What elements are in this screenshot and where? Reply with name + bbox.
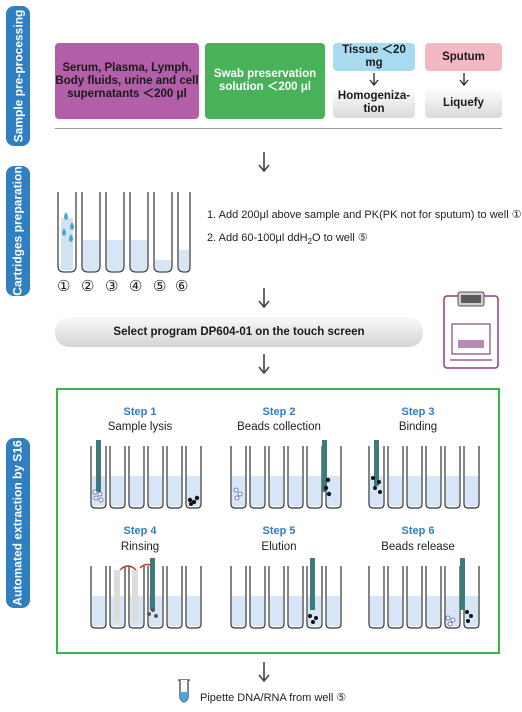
step-3-title: Step 3 — [401, 406, 435, 418]
instrument-icon — [443, 291, 499, 369]
rod-icon — [96, 440, 101, 492]
sample-sputum-text: Sputum — [442, 50, 485, 63]
final-instruction-text: Pipette DNA/RNA from well ⑤ — [200, 692, 347, 704]
down-arrow-icon — [258, 152, 270, 173]
step-1-desc: Sample lysis — [107, 421, 173, 433]
sample-tissue-text: Tissue ＜20 mg — [342, 44, 406, 69]
step-6-rack — [368, 558, 480, 629]
water-drop-icon — [62, 212, 74, 242]
well-number: ① — [57, 278, 71, 295]
stage-label-automated: Automated extraction by S16 — [6, 438, 30, 608]
tube-icon — [178, 679, 190, 703]
sample-swab-text: Swab preservation solution ＜200 μl — [213, 68, 317, 93]
tissue-process-box: Homogeniza-tion — [333, 88, 415, 118]
well-number: ③ — [105, 278, 119, 295]
sample-serum-text: Serum, Plasma, Lymph, Body fluids, urine… — [55, 61, 199, 100]
automation-frame — [56, 388, 500, 654]
instruction-1-text: 1. Add 200μl above sample and PK(PK not … — [207, 209, 522, 221]
step-3-desc: Binding — [398, 421, 438, 433]
well-number: ⑥ — [175, 278, 189, 295]
sample-sputum-box: Sputum — [425, 43, 502, 71]
step-2-desc: Beads collection — [237, 421, 321, 433]
sample-serum-box: Serum, Plasma, Lymph, Body fluids, urine… — [55, 43, 199, 119]
sputum-process-box: Liquefy — [425, 88, 502, 118]
instruction-2-pre: 2. Add 60-100μl ddH — [207, 232, 308, 244]
down-arrow-icon — [258, 354, 270, 375]
stage-label-preprocessing: Sample pre-processing — [6, 6, 30, 146]
well-number: ④ — [129, 278, 143, 295]
step-4-rack — [90, 558, 202, 629]
step-4-desc: Rinsing — [120, 541, 160, 553]
instruction-2-post: O to well ⑤ — [311, 232, 368, 244]
step-2-title: Step 2 — [262, 406, 296, 418]
well-numbers: ① ② ③ ④ ⑤ ⑥ — [55, 277, 195, 295]
step-4-title: Step 4 — [123, 525, 157, 537]
step-1-rack — [90, 440, 202, 509]
step-5-rack — [230, 558, 342, 629]
sample-swab-box: Swab preservation solution ＜200 μl — [205, 43, 325, 119]
final-instruction: Pipette DNA/RNA from well ⑤ — [200, 691, 346, 704]
cartridge-illustration — [57, 192, 191, 273]
stage-label-cartridges: Cartridges preparation — [6, 166, 30, 296]
sample-tissue-box: Tissue ＜20 mg — [333, 43, 415, 71]
instruction-2-sub: 2 — [307, 237, 312, 247]
program-bar: Select program DP604-01 on the touch scr… — [55, 317, 423, 347]
step-5-title: Step 5 — [262, 525, 296, 537]
step-6-title: Step 6 — [401, 525, 435, 537]
bead-icon — [187, 495, 200, 506]
preprocess-arrows — [369, 73, 469, 87]
down-arrow-icon — [369, 73, 469, 87]
down-arrow-icon — [258, 662, 270, 683]
program-text: Select program DP604-01 on the touch scr… — [113, 325, 365, 338]
step-6-desc: Beads release — [381, 541, 455, 553]
tissue-process-text: Homogeniza-tion — [337, 90, 411, 115]
well-number: ⑤ — [153, 278, 167, 295]
step-2-rack — [230, 440, 342, 509]
sputum-process-text: Liquefy — [443, 96, 484, 109]
step-3-rack — [368, 440, 480, 509]
step-1-title: Step 1 — [123, 406, 157, 418]
instruction-line-2: 2. Add 60-100μl ddH2O to well ⑤ — [207, 231, 368, 246]
divider-line — [55, 128, 502, 129]
well-number: ② — [81, 278, 95, 295]
step-5-desc: Elution — [261, 541, 297, 553]
instruction-line-1: 1. Add 200μl above sample and PK(PK not … — [207, 208, 522, 221]
down-arrow-icon — [258, 288, 270, 309]
